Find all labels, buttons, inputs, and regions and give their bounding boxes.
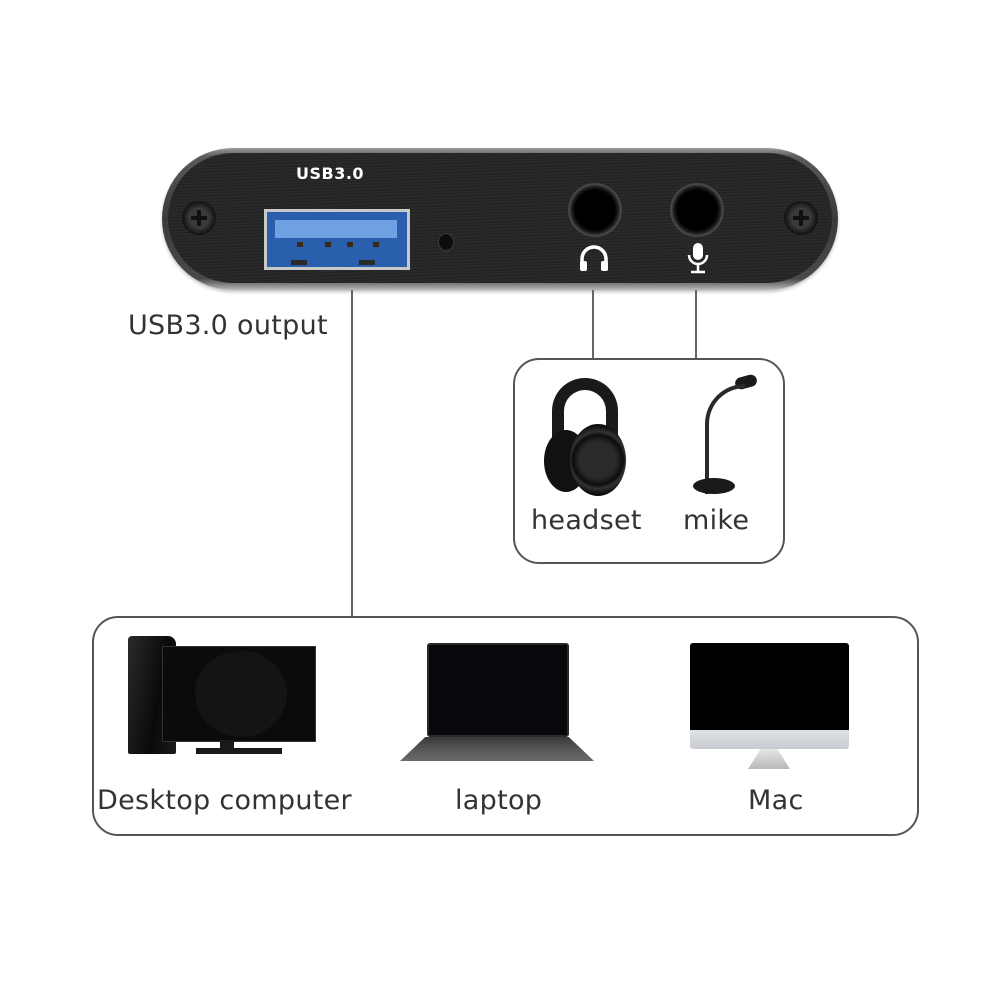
headset-label: headset xyxy=(531,505,642,536)
desktop-monitor xyxy=(162,646,316,742)
usb-pin xyxy=(373,242,379,247)
headset-cup xyxy=(570,424,626,496)
microphone-connector-line xyxy=(695,290,697,359)
mike-label: mike xyxy=(683,505,750,536)
usb-contact xyxy=(291,260,307,265)
usb-contact xyxy=(359,260,375,265)
monitor-stand xyxy=(220,740,234,750)
monitor-base xyxy=(196,748,282,754)
device-front-panel: USB3.0 xyxy=(168,153,832,283)
headphone-connector-line xyxy=(592,290,594,359)
usb-pin xyxy=(325,242,331,247)
mac-label: Mac xyxy=(748,785,804,816)
laptop-label: laptop xyxy=(455,785,543,816)
laptop-keyboard-base xyxy=(400,737,594,761)
microphone-icon xyxy=(687,243,709,274)
mic-base xyxy=(693,478,735,494)
usb-pin xyxy=(297,242,303,247)
usb-port-tongue xyxy=(275,220,397,238)
usb-output-label: USB3.0 output xyxy=(128,310,328,341)
microphone-jack[interactable] xyxy=(670,183,724,237)
screw-left-icon xyxy=(182,201,216,235)
reset-hole[interactable] xyxy=(438,233,454,251)
usb-a-port[interactable] xyxy=(264,209,410,270)
imac-chin xyxy=(690,730,849,749)
headphones-icon xyxy=(580,245,608,271)
desktop-computer-label: Desktop computer xyxy=(97,785,352,816)
screw-right-icon xyxy=(784,201,818,235)
capture-device: USB3.0 xyxy=(162,148,838,290)
imac-stand xyxy=(748,749,790,769)
laptop-screen xyxy=(427,643,569,737)
usb-connector-line xyxy=(351,290,353,617)
imac-screen xyxy=(690,643,849,730)
headphone-jack[interactable] xyxy=(568,183,622,237)
usb-pin xyxy=(347,242,353,247)
usb30-panel-label: USB3.0 xyxy=(296,164,365,183)
monitor-wallpaper xyxy=(195,651,287,737)
